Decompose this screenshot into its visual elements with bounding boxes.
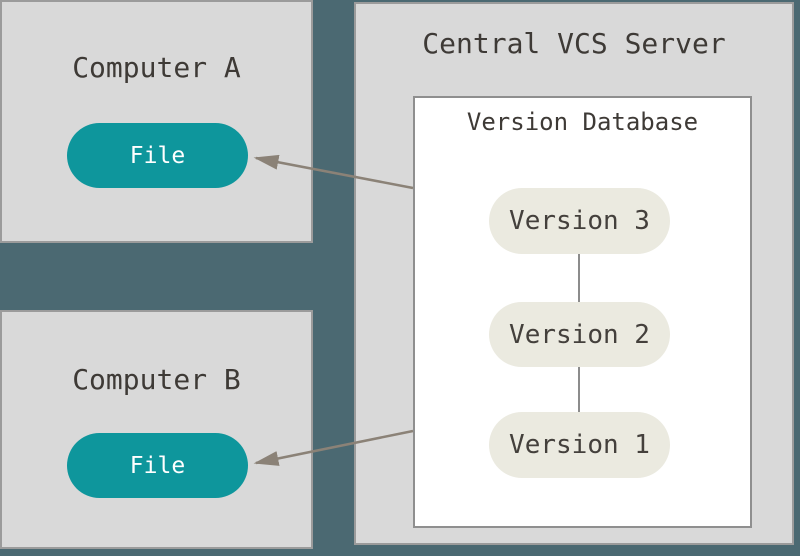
version-2-pill: Version 2 xyxy=(489,302,670,367)
computer-b-box xyxy=(0,310,313,549)
version-3-pill: Version 3 xyxy=(489,188,670,254)
version-connector-line xyxy=(578,367,580,412)
computer-b-title: Computer B xyxy=(72,363,241,396)
computer-b-file-pill: File xyxy=(67,433,248,498)
computer-a-box xyxy=(0,0,313,243)
computer-a-file-pill: File xyxy=(67,123,248,188)
version-1-pill: Version 1 xyxy=(489,412,670,478)
version-connector-line xyxy=(578,254,580,302)
central-vcs-server-title: Central VCS Server xyxy=(422,27,726,60)
computer-a-title: Computer A xyxy=(72,51,241,84)
version-database-title: Version Database xyxy=(466,108,699,136)
